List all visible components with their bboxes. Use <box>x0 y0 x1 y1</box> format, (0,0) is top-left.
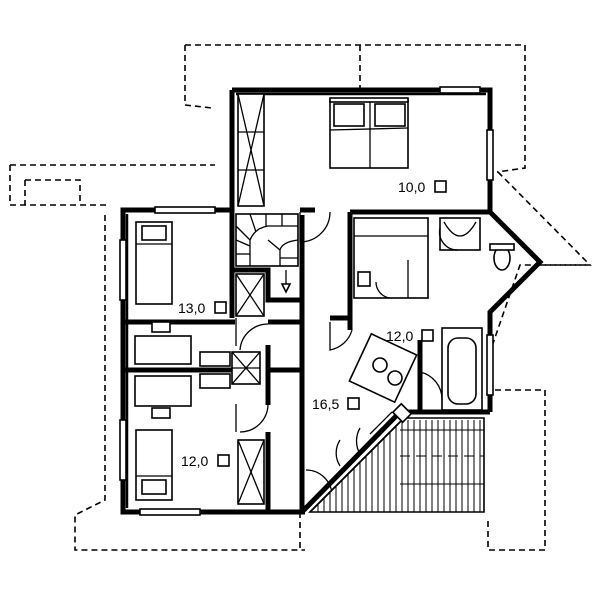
washbasin <box>439 217 481 251</box>
double-bed <box>329 97 409 169</box>
area-label: 12,0 <box>386 328 413 344</box>
shaft-blocks <box>231 93 265 505</box>
area-label: 13,0 <box>178 300 205 316</box>
balcony-hatched <box>308 402 485 513</box>
dashed-outline <box>9 44 592 551</box>
vanity-sinks <box>348 332 418 404</box>
room-label-master: 10,0 <box>398 179 447 195</box>
room-label-hall: 16,5 <box>312 396 360 412</box>
area-label: 12,0 <box>181 453 208 469</box>
desks <box>134 321 231 419</box>
area-marker <box>217 454 230 467</box>
single-bed-upper <box>135 221 173 305</box>
area-marker <box>214 301 227 314</box>
area-marker <box>347 397 360 410</box>
wardrobe <box>353 217 429 299</box>
staircase <box>235 213 299 294</box>
area-marker <box>434 180 447 193</box>
room-label-bathroom: 12,0 <box>386 328 434 344</box>
area-marker <box>421 329 434 342</box>
room-label-upper-left: 13,0 <box>178 300 227 316</box>
area-label: 16,5 <box>312 396 339 412</box>
windows <box>119 86 494 516</box>
bathtub <box>441 327 483 411</box>
area-label: 10,0 <box>398 179 425 195</box>
interior-walls <box>123 207 490 512</box>
toilet <box>489 243 515 271</box>
doors <box>235 211 459 495</box>
room-label-lower-left: 12,0 <box>181 453 230 469</box>
single-bed-lower <box>135 429 173 501</box>
